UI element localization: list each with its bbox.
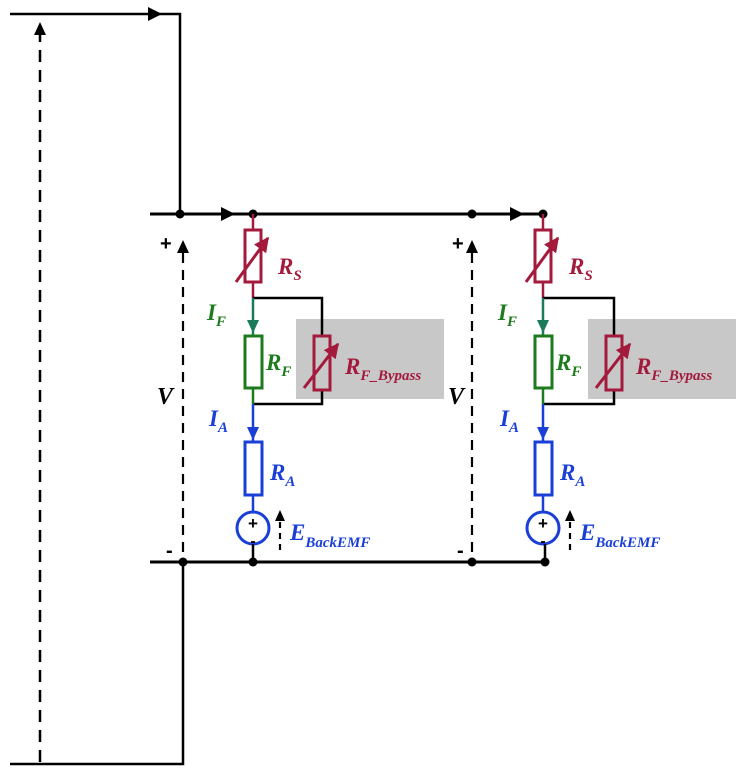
- ia-label: IA: [208, 406, 228, 436]
- top-supply-wire: [10, 12, 182, 214]
- emf-arrow-icon: [565, 510, 575, 521]
- top-bus-arrow-icon-2: [510, 207, 524, 221]
- e-backemf-label: EBackEMF: [289, 520, 370, 551]
- junction-dot-icon: [467, 557, 477, 567]
- if-label: IF: [206, 300, 226, 330]
- bypass-wire: [543, 390, 616, 406]
- voltage-source-icon: [525, 510, 561, 546]
- armature-resistor-icon: [533, 440, 554, 497]
- emf-plus-sign: +: [538, 514, 548, 533]
- emf-arrow-icon: [275, 510, 285, 521]
- rs-label: RS: [568, 254, 593, 284]
- variable-resistor-arrow: [234, 236, 270, 283]
- field-resistor-icon: [243, 334, 264, 390]
- bypass-wire: [253, 296, 324, 336]
- ra-label: RA: [269, 460, 295, 490]
- rf-bypass-label: RF_Bypass: [635, 354, 712, 384]
- voltage-arrow-icon: [177, 240, 189, 253]
- rf-label: RF: [555, 350, 581, 380]
- variable-resistor-arrow: [302, 342, 340, 389]
- ra-label: RA: [559, 460, 585, 490]
- variable-resistor-icon: [533, 228, 553, 284]
- armature-current-arrow-icon: [537, 427, 549, 440]
- armature-resistor-icon: [243, 440, 264, 497]
- junction-dot-icon: [175, 209, 185, 219]
- bypass-highlight-box: [296, 319, 444, 399]
- ia-label: IA: [499, 406, 519, 436]
- plus-sign: +: [452, 233, 464, 255]
- emf-minus-sign: -: [540, 533, 545, 550]
- rs-label: RS: [277, 254, 302, 284]
- motor-branch-1: + - V RS IF RF RF_Bypass IA RA: [157, 214, 444, 562]
- bypass-variable-resistor-icon: [604, 334, 624, 392]
- e-backemf-label: EBackEMF: [579, 520, 660, 551]
- top-bus-arrow-icon-1: [221, 207, 235, 221]
- junction-dot-icon: [178, 557, 188, 567]
- voltage-label: V: [157, 384, 175, 410]
- emf-plus-sign: +: [248, 514, 258, 533]
- bypass-variable-resistor-icon: [312, 334, 332, 392]
- bypass-wire: [253, 390, 324, 406]
- plus-sign: +: [160, 233, 172, 255]
- rf-label: RF: [265, 350, 291, 380]
- if-label: IF: [497, 300, 517, 330]
- variable-resistor-icon: [243, 228, 263, 284]
- minus-sign: -: [166, 540, 173, 562]
- field-current-arrow-icon: [537, 320, 549, 333]
- bottom-return-wire: [10, 562, 185, 766]
- field-resistor-icon: [533, 334, 554, 390]
- variable-resistor-arrow: [594, 342, 632, 389]
- voltage-arrow-icon: [466, 240, 478, 253]
- top-wire-arrow-icon: [148, 7, 162, 21]
- outer-dashed-arrow-icon: [34, 22, 46, 35]
- bypass-wire: [543, 296, 616, 336]
- armature-current-arrow-icon: [247, 427, 259, 440]
- voltage-label: V: [448, 384, 466, 410]
- junction-dot-icon: [467, 209, 477, 219]
- variable-resistor-arrow: [524, 236, 560, 283]
- motor-branch-2: + - V RS IF RF RF_Bypass IA RA + - EBack…: [448, 214, 736, 562]
- bypass-highlight-box: [588, 319, 736, 399]
- minus-sign: -: [457, 540, 464, 562]
- rf-bypass-label: RF_Bypass: [344, 354, 421, 384]
- field-current-arrow-icon: [247, 320, 259, 333]
- emf-minus-sign: -: [250, 533, 255, 550]
